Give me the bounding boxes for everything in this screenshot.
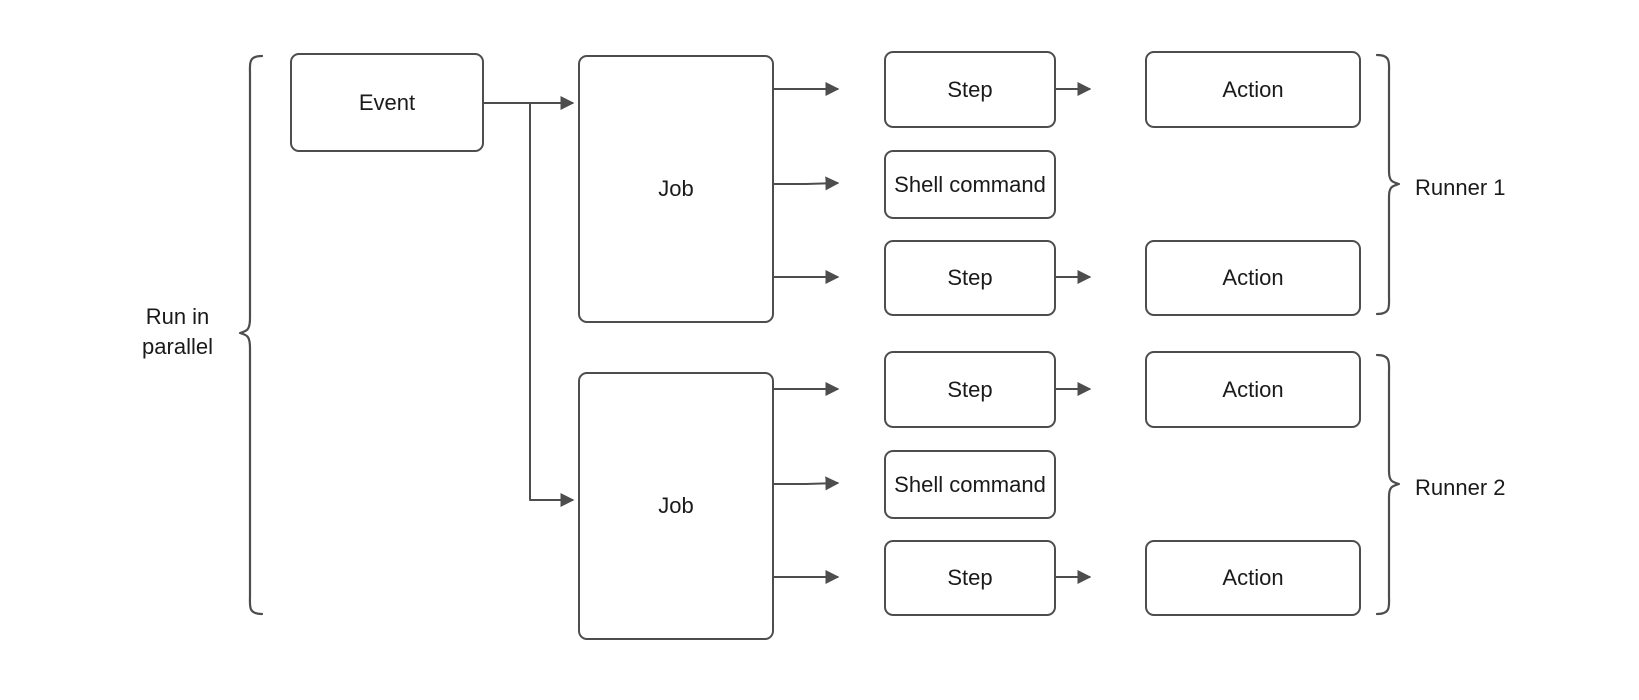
node-runner1-step-2-label: Step xyxy=(947,265,993,291)
node-runner1-step-2[interactable]: Step xyxy=(884,240,1056,316)
label-runner-2: Runner 2 xyxy=(1415,475,1506,500)
node-runner2-step-1[interactable]: Step xyxy=(884,351,1056,428)
node-runner1-step-1[interactable]: Step xyxy=(884,51,1056,128)
node-runner1-shell-command-label: Shell command xyxy=(894,171,1046,197)
node-runner2-step-1-label: Step xyxy=(947,376,993,402)
node-runner1-action-2-label: Action xyxy=(1222,265,1284,291)
brace-runner-1 xyxy=(1375,53,1401,316)
node-runner1-action-2[interactable]: Action xyxy=(1145,240,1361,316)
node-runner2-action-2[interactable]: Action xyxy=(1145,540,1361,616)
brace-run-in-parallel xyxy=(238,54,264,616)
label-runner-1: Runner 1 xyxy=(1415,175,1506,200)
node-runner2-step-2-label: Step xyxy=(947,565,993,591)
edge-job2-to-shell xyxy=(774,476,840,491)
node-runner1-action-1-label: Action xyxy=(1222,76,1284,102)
node-runner2-shell-command[interactable]: Shell command xyxy=(884,450,1056,519)
node-runner2-action-2-label: Action xyxy=(1222,565,1284,591)
brace-runner-2 xyxy=(1375,353,1401,616)
node-runner2-action-1-label: Action xyxy=(1222,376,1284,402)
node-runner2-step-2[interactable]: Step xyxy=(884,540,1056,616)
node-event-label: Event xyxy=(358,89,416,115)
node-job-2-label: Job xyxy=(658,493,694,519)
node-job-1[interactable]: Job xyxy=(578,55,774,323)
node-job-2[interactable]: Job xyxy=(578,372,774,640)
label-run-in-parallel: Run in parallel xyxy=(142,304,213,359)
node-job-1-label: Job xyxy=(658,176,694,202)
node-runner2-action-1[interactable]: Action xyxy=(1145,351,1361,428)
node-runner1-shell-command[interactable]: Shell command xyxy=(884,150,1056,219)
edge-event-to-job2 xyxy=(529,104,575,507)
node-event[interactable]: Event xyxy=(290,53,484,152)
node-runner1-action-1[interactable]: Action xyxy=(1145,51,1361,128)
node-runner2-shell-command-label: Shell command xyxy=(894,471,1046,497)
node-runner1-step-1-label: Step xyxy=(947,76,993,102)
edge-job1-to-shell xyxy=(774,176,840,191)
